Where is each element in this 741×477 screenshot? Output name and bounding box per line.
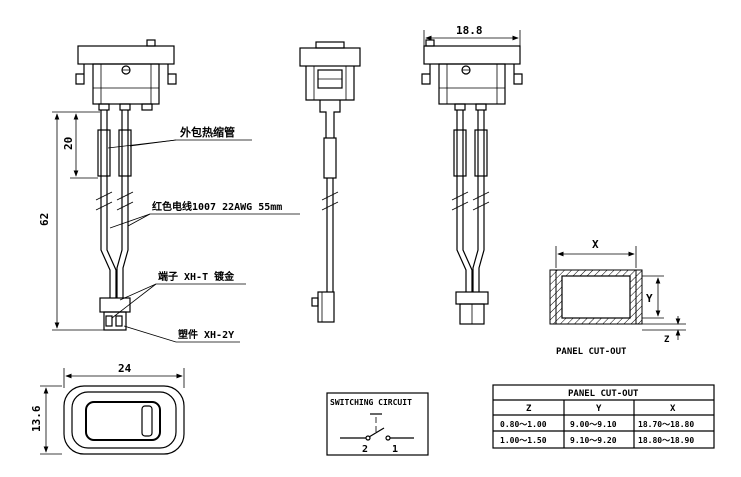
panel-label-z: Z — [664, 335, 670, 345]
panel-caption: PANEL CUT-OUT — [556, 347, 627, 357]
callout-housing: 塑件 XH-2Y — [178, 328, 234, 341]
circuit-pin-2: 2 — [362, 444, 368, 455]
table-cell: 0.80～1.00 — [500, 420, 547, 429]
table-cell: 9.00～9.10 — [570, 420, 617, 429]
panel-cutout-diagram: X Y Z PANEL CUT-OUT — [549, 238, 686, 357]
table-cell: 1.00～1.50 — [500, 436, 547, 445]
panel-label-x: X — [592, 238, 599, 251]
bottom-height-dim: 13.6 — [30, 405, 43, 432]
table-title: PANEL CUT-OUT — [568, 389, 639, 399]
table-header-z: Z — [526, 404, 532, 414]
table-cell: 9.10～9.20 — [570, 436, 617, 445]
callout-terminal: 端子 XH-T 镀金 — [158, 270, 235, 283]
top-width-dim: 18.8 — [456, 24, 483, 37]
circuit-pin-1: 1 — [392, 444, 398, 455]
cutout-table: PANEL CUT-OUT Z Y X 0.80～1.00 9.00～9.10 … — [492, 384, 715, 449]
switching-circuit: SWITCHING CIRCUIT 2 1 — [326, 392, 429, 456]
overall-length-dim: 62 — [38, 213, 51, 226]
front-view: 62 20 外包热缩管 红色电线1007 22AWG 55mm 端子 XH-T … — [38, 39, 300, 343]
side-view — [299, 41, 361, 323]
back-view: 18.8 — [421, 24, 523, 325]
switching-circuit-title: SWITCHING CIRCUIT — [330, 398, 412, 407]
callout-heat-shrink: 外包热缩管 — [179, 125, 235, 139]
panel-label-y: Y — [646, 292, 653, 305]
bottom-width-dim: 24 — [118, 362, 132, 375]
lead-short-dim: 20 — [62, 137, 75, 150]
table-header-x: X — [670, 404, 676, 414]
table-cell: 18.80～18.90 — [638, 436, 694, 445]
switch-face-view: 24 13.6 — [30, 362, 185, 455]
table-header-y: Y — [596, 404, 602, 414]
callout-wire: 红色电线1007 22AWG 55mm — [152, 200, 282, 213]
table-cell: 18.70～18.80 — [638, 420, 694, 429]
